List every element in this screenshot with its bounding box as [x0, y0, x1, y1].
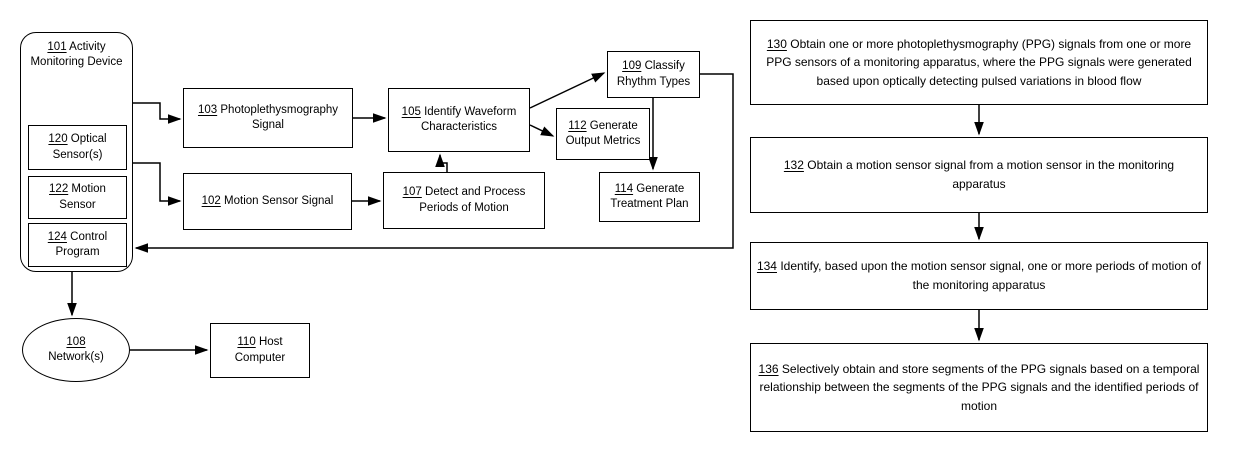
block-107-ref: 107 — [402, 186, 422, 199]
flow-step-130: 130 Obtain one or more photoplethysmogra… — [750, 20, 1208, 105]
block-110-label: Host Computer — [234, 336, 286, 364]
generate-output-metrics-block: 112 Generate Output Metrics — [556, 108, 650, 160]
edge-device-to-102 — [133, 162, 182, 206]
optical-sensor-subblock: 120 Optical Sensor(s) — [28, 125, 127, 170]
block-108-ref: 108 — [66, 335, 86, 348]
block-114-ref: 114 — [614, 182, 634, 195]
control-program-subblock: 124 Control Program — [28, 223, 127, 267]
block-102-label: Motion Sensor Signal — [224, 194, 334, 207]
optical-sensor-ref: 120 — [48, 133, 68, 146]
network-block: 108 Network(s) — [22, 318, 130, 382]
flow-step-136: 136 Selectively obtain and store segment… — [750, 343, 1208, 432]
block-102-ref: 102 — [201, 194, 221, 207]
block-109-label: Classify Rhythm Types — [616, 60, 691, 88]
block-107-label: Detect and Process Periods of Motion — [419, 186, 526, 214]
host-computer-block: 110 Host Computer — [210, 323, 310, 378]
optical-sensor-label: Optical Sensor(s) — [52, 133, 107, 161]
flow-step-132-label: Obtain a motion sensor signal from a mot… — [807, 158, 1175, 191]
flow-step-136-ref: 136 — [758, 361, 779, 376]
ppg-signal-block: 103 Photoplethysmography Signal — [183, 88, 353, 148]
flow-step-134-ref: 134 — [756, 259, 777, 274]
device-title: 101 Activity Monitoring Device — [21, 40, 132, 70]
device-label: Activity Monitoring Device — [30, 41, 123, 69]
flow-step-130-label: Obtain one or more photoplethysmography … — [766, 36, 1192, 88]
edge-107-to-105 — [435, 153, 448, 172]
identify-waveform-characteristics-block: 105 Identify Waveform Characteristics — [388, 88, 530, 152]
activity-monitoring-device-block: 101 Activity Monitoring Device 120 Optic… — [20, 32, 133, 272]
block-108-label: Network(s) — [48, 351, 104, 363]
edge-device-to-103 — [133, 102, 182, 124]
classify-rhythm-types-block: 109 Classify Rhythm Types — [607, 51, 700, 98]
flow-step-132: 132 Obtain a motion sensor signal from a… — [750, 137, 1208, 213]
flow-step-132-ref: 132 — [783, 158, 804, 173]
block-112-ref: 112 — [568, 119, 587, 132]
motion-sensor-signal-block: 102 Motion Sensor Signal — [183, 173, 352, 230]
block-103-ref: 103 — [197, 103, 218, 116]
detect-process-periods-of-motion-block: 107 Detect and Process Periods of Motion — [383, 172, 545, 229]
motion-sensor-subblock: 122 Motion Sensor — [28, 176, 127, 219]
motion-sensor-ref: 122 — [49, 183, 69, 196]
motion-sensor-label: Motion Sensor — [59, 183, 106, 211]
block-112-label: Generate Output Metrics — [565, 119, 641, 147]
flow-step-134: 134 Identify, based upon the motion sens… — [750, 242, 1208, 310]
flow-step-130-ref: 130 — [766, 36, 787, 51]
block-109-ref: 109 — [622, 60, 642, 73]
block-105-label: Identify Waveform Characteristics — [420, 105, 517, 133]
control-program-ref: 124 — [47, 230, 67, 243]
flow-step-136-label: Selectively obtain and store segments of… — [759, 361, 1200, 413]
block-110-ref: 110 — [237, 336, 256, 349]
device-ref: 101 — [47, 41, 67, 53]
flow-step-134-label: Identify, based upon the motion sensor s… — [780, 259, 1202, 292]
block-103-label: Photoplethysmography Signal — [220, 103, 339, 131]
edge-105-to-109 — [529, 72, 606, 109]
block-105-ref: 105 — [401, 105, 421, 118]
generate-treatment-plan-block: 114 Generate Treatment Plan — [599, 172, 700, 222]
control-program-label: Control Program — [55, 230, 108, 258]
block-114-label: Generate Treatment Plan — [610, 182, 689, 210]
edge-105-to-112 — [529, 124, 555, 137]
